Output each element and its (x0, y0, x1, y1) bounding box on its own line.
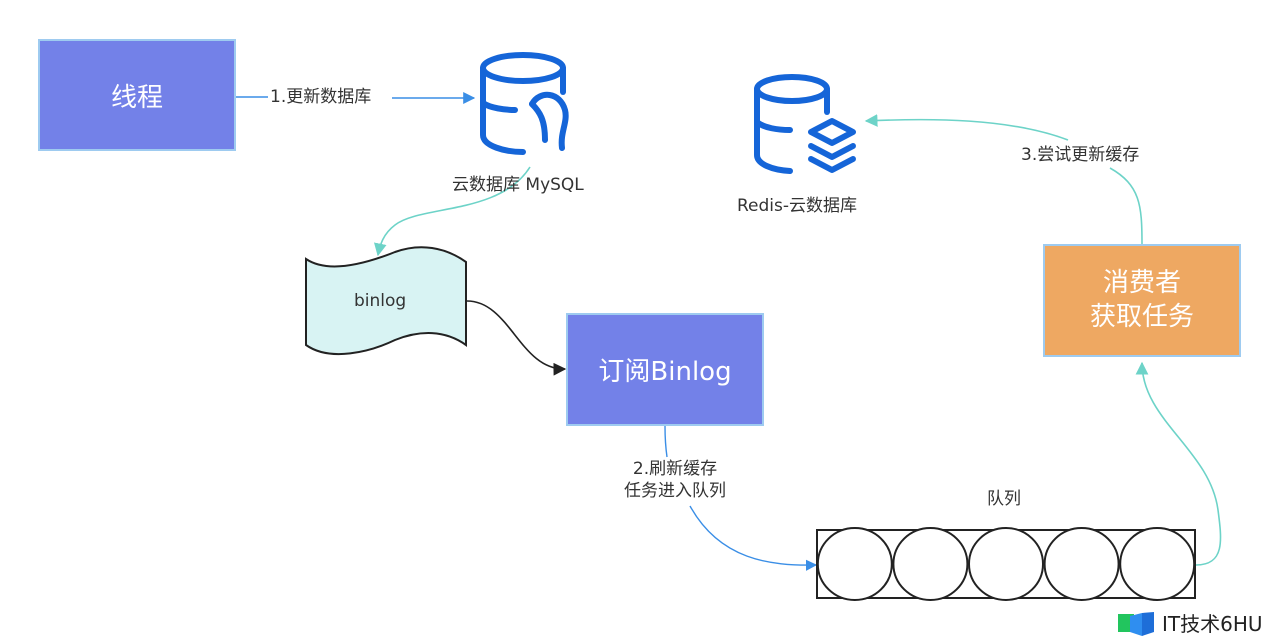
queue-label: 队列 (987, 489, 1021, 509)
thread-label: 线程 (110, 82, 163, 113)
binlog-shape (305, 246, 467, 356)
edge-queue-consumer (1135, 361, 1222, 566)
edge-step3-top (864, 114, 1069, 141)
step1-label: 1.更新数据库 (270, 87, 372, 107)
edge-binlog-subscribe (466, 300, 567, 376)
consumer-label-line1: 消费者 (1102, 267, 1181, 298)
edge-step3-bottom (1109, 167, 1143, 245)
watermark-text: IT技术6HU (1162, 612, 1263, 636)
queue-slot (1043, 527, 1120, 601)
redis-database-icon (754, 74, 856, 174)
queue-slot (816, 527, 893, 601)
thread-node[interactable]: 线程 (38, 39, 236, 151)
step2-label-line2: 任务进入队列 (624, 481, 726, 502)
queue-slot (968, 527, 1044, 601)
mysql-label: 云数据库 MySQL (452, 175, 584, 195)
edge-step2-bottom (689, 505, 818, 571)
queue-slot (1119, 527, 1196, 601)
mysql-database-icon (480, 52, 569, 155)
binlog-label: binlog (354, 291, 407, 311)
queue-slots (816, 527, 1196, 601)
step2-label-line1: 2.刷新缓存 (632, 459, 718, 479)
step3-label: 3.尝试更新缓存 (1021, 145, 1140, 165)
subscribe-binlog-node[interactable]: 订阅Binlog (566, 313, 764, 426)
subscribe-label: 订阅Binlog (598, 357, 732, 387)
redis-label: Redis-云数据库 (737, 196, 858, 216)
queue-slot (892, 527, 969, 601)
logo-icon (1118, 611, 1154, 636)
edge-step2-top (664, 425, 668, 458)
consumer-label-line2: 获取任务 (1089, 301, 1194, 332)
edge-mysql-binlog (373, 166, 531, 257)
watermark: IT技术6HU (1118, 608, 1263, 637)
consumer-node[interactable]: 消费者 获取任务 (1043, 244, 1241, 357)
step2-label: 2.刷新缓存 任务进入队列 (610, 458, 740, 502)
